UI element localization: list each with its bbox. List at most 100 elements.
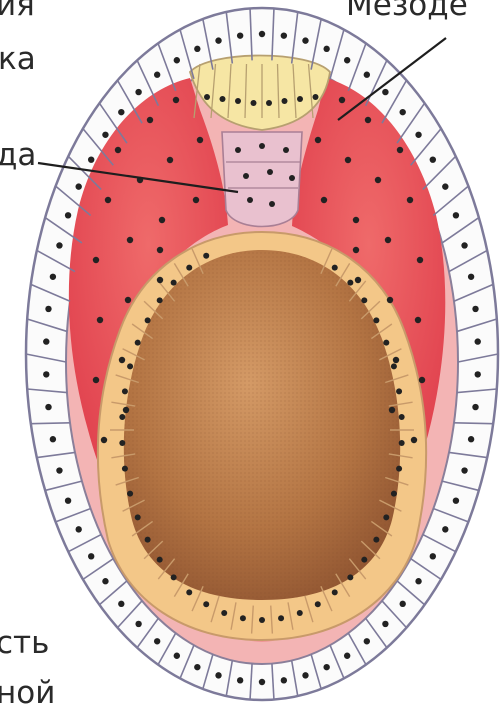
label-bottom-left-fragment-1: сть	[0, 628, 49, 659]
ectoderm-nucleus	[43, 371, 49, 377]
endoderm-nucleus	[135, 340, 141, 346]
endoderm-nucleus	[171, 574, 177, 580]
endoderm-nucleus	[203, 601, 209, 607]
ectoderm-nucleus	[194, 664, 200, 670]
ectoderm-nucleus	[364, 72, 370, 78]
endoderm-nucleus	[203, 253, 209, 259]
endoderm-nucleus	[315, 601, 321, 607]
endoderm-nucleus	[297, 610, 303, 616]
ectoderm-nucleus	[45, 404, 51, 410]
ectoderm-nucleus	[415, 578, 421, 584]
ectoderm-nucleus	[453, 497, 459, 503]
mesoderm-nucleus	[385, 237, 391, 243]
ectoderm-nucleus	[323, 664, 329, 670]
endoderm-nucleus	[135, 514, 141, 520]
endoderm-nucleus	[122, 388, 128, 394]
ectoderm-nucleus	[259, 31, 265, 37]
ectoderm-nucleus	[237, 32, 243, 38]
endoderm-nucleus	[399, 414, 405, 420]
ectoderm-nucleus	[323, 46, 329, 52]
mesoderm-nucleus	[353, 247, 359, 253]
endoderm-nucleus	[391, 491, 397, 497]
ectoderm-nucleus	[415, 132, 421, 138]
mesoderm-nucleus	[375, 177, 381, 183]
mesoderm-nucleus	[93, 377, 99, 383]
endoderm-nucleus	[373, 317, 379, 323]
ectoderm-nucleus	[461, 242, 467, 248]
ectoderm-nucleus	[194, 46, 200, 52]
label-notochord-fragment: да	[0, 140, 36, 171]
endoderm-nucleus	[347, 280, 353, 286]
ectoderm-nucleus	[56, 467, 62, 473]
ectoderm-nucleus	[45, 306, 51, 312]
mesoderm-nucleus	[127, 237, 133, 243]
mesoderm-nucleus	[197, 137, 203, 143]
ectoderm-nucleus	[135, 621, 141, 627]
mesoderm-nucleus	[125, 297, 131, 303]
neural-nucleus	[235, 98, 241, 104]
ectoderm-nucleus	[399, 109, 405, 115]
ectoderm-nucleus	[382, 621, 388, 627]
endoderm-nucleus	[157, 557, 163, 563]
ectoderm-nucleus	[382, 89, 388, 95]
endoderm-nucleus	[391, 363, 397, 369]
endoderm-nucleus	[119, 414, 125, 420]
endoderm-nucleus	[347, 574, 353, 580]
ectoderm-nucleus	[237, 677, 243, 683]
endoderm-nucleus	[383, 340, 389, 346]
endoderm-nucleus	[122, 466, 128, 472]
endoderm-nucleus	[240, 615, 246, 621]
endoderm-nucleus	[399, 440, 405, 446]
ectoderm-nucleus	[468, 274, 474, 280]
ectoderm-nucleus	[259, 679, 265, 685]
ectoderm-nucleus	[88, 156, 94, 162]
mesoderm-nucleus	[355, 277, 361, 283]
ectoderm-nucleus	[442, 183, 448, 189]
neural-nucleus	[297, 96, 303, 102]
ectoderm-nucleus	[75, 526, 81, 532]
ectoderm-nucleus	[65, 497, 71, 503]
endoderm-nucleus	[278, 615, 284, 621]
ectoderm-nucleus	[43, 338, 49, 344]
endoderm-nucleus	[171, 280, 177, 286]
neural-nucleus	[204, 94, 210, 100]
mesoderm-nucleus	[345, 157, 351, 163]
mesoderm-nucleus	[397, 147, 403, 153]
notochord-nucleus	[289, 175, 295, 181]
label-mesoderm: Мезоде	[346, 0, 468, 21]
ectoderm-nucleus	[364, 638, 370, 644]
ectoderm-nucleus	[102, 132, 108, 138]
endoderm-nucleus	[186, 589, 192, 595]
endoderm-nucleus	[145, 537, 151, 543]
ectoderm-nucleus	[302, 37, 308, 43]
ectoderm-cell-wall	[31, 423, 70, 424]
ectoderm-nucleus	[472, 306, 478, 312]
endoderm-nucleus	[332, 589, 338, 595]
ectoderm-nucleus	[88, 553, 94, 559]
ectoderm-nucleus	[154, 638, 160, 644]
mesoderm-nucleus	[167, 157, 173, 163]
neural-nucleus	[313, 94, 319, 100]
ectoderm-nucleus	[135, 89, 141, 95]
ectoderm-nucleus	[442, 526, 448, 532]
endoderm-nucleus	[396, 466, 402, 472]
ectoderm-nucleus	[118, 601, 124, 607]
ectoderm-nucleus	[461, 467, 467, 473]
yolk-grain	[124, 250, 400, 600]
endoderm-nucleus	[361, 297, 367, 303]
notochord-nucleus	[243, 173, 249, 179]
mesoderm-nucleus	[157, 247, 163, 253]
ectoderm-nucleus	[344, 57, 350, 63]
mesoderm-nucleus	[387, 297, 393, 303]
endoderm-nucleus	[259, 617, 265, 623]
ectoderm-nucleus	[215, 37, 221, 43]
ectoderm-nucleus	[344, 653, 350, 659]
endoderm-nucleus	[119, 440, 125, 446]
ectoderm-nucleus	[75, 183, 81, 189]
endoderm-nucleus	[186, 265, 192, 271]
label-top-left-fragment-1: ия	[0, 0, 35, 21]
endoderm-nucleus	[127, 363, 133, 369]
notochord-nucleus	[247, 197, 253, 203]
endoderm-nucleus	[332, 265, 338, 271]
